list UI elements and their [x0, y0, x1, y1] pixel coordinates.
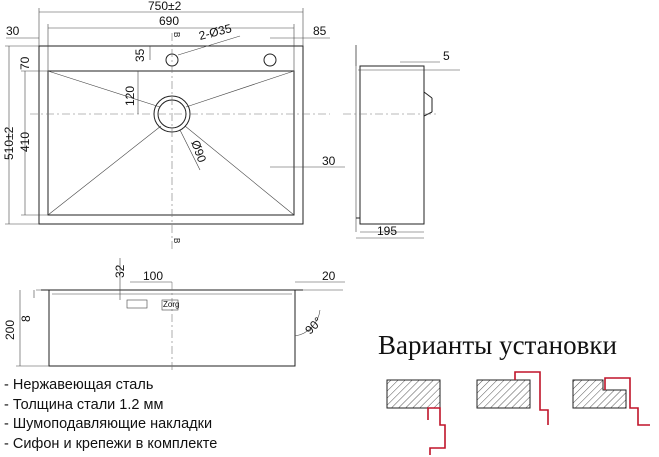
dim-inner-depth: 410: [18, 132, 32, 152]
bowl-slope-line: [185, 70, 295, 108]
dim-total-width: 750±2: [148, 0, 182, 13]
section-view: Zorg 200 8 32 100 20 90°: [3, 258, 345, 372]
sink-outer-rim: [38, 45, 304, 225]
dim-inner-width: 690: [159, 14, 179, 28]
logo-text: Zorg: [163, 300, 179, 309]
installation-variants: [386, 371, 650, 455]
bowl-slope-line: [47, 70, 161, 108]
dim-side-depth: 195: [377, 224, 397, 238]
dim-section-height: 200: [3, 320, 17, 340]
dim-corner-offset: 30: [322, 154, 336, 168]
top-view: 750±2 690 30 85 2-Ø35 35 510±2 410 70 12…: [2, 0, 345, 250]
dim-section-8: 8: [19, 315, 33, 322]
dim-drain-offset: 120: [123, 86, 137, 106]
side-profile-bowl: [359, 65, 425, 225]
sink-bowl: [47, 70, 295, 216]
feature-item: - Сифон и крепежи в комплекте: [4, 435, 218, 452]
section-mark-bottom: B: [172, 238, 181, 243]
dim-total-depth: 510±2: [2, 126, 16, 160]
dim-wall-thickness: 5: [443, 49, 450, 63]
dim-drain-diameter: Ø90: [188, 138, 209, 164]
dim-section-100: 100: [143, 269, 163, 283]
feature-item: - Толщина стали 1.2 мм: [4, 396, 164, 413]
feature-item: - Нержавеющая сталь: [4, 377, 154, 393]
dim-flange-20: 20: [322, 269, 336, 283]
bowl-slope-line: [47, 125, 162, 216]
side-view: 5 195: [343, 45, 460, 239]
feature-list: - Нержавеющая сталь - Толщина стали 1.2 …: [4, 376, 217, 454]
dim-margin-left: 30: [6, 24, 20, 38]
dim-angle: 90°: [302, 314, 325, 337]
overflow-symbol: [126, 299, 148, 309]
dim-section-32: 32: [113, 264, 127, 278]
bowl-slope-line: [184, 125, 295, 216]
section-mark-top: B: [172, 32, 181, 37]
dim-offset-35: 35: [133, 48, 147, 62]
dim-margin-right: 85: [313, 24, 327, 38]
install-variant-overmount: [386, 379, 446, 455]
feature-item: - Шумоподавляющие накладки: [4, 416, 213, 432]
dim-margin-top: 70: [18, 56, 32, 70]
install-variant-undermount: [572, 377, 650, 426]
install-variant-flush: [476, 371, 549, 425]
logo-badge: [161, 299, 179, 311]
tap-hole-right: [263, 53, 277, 67]
installation-title: Варианты установки: [378, 330, 617, 360]
